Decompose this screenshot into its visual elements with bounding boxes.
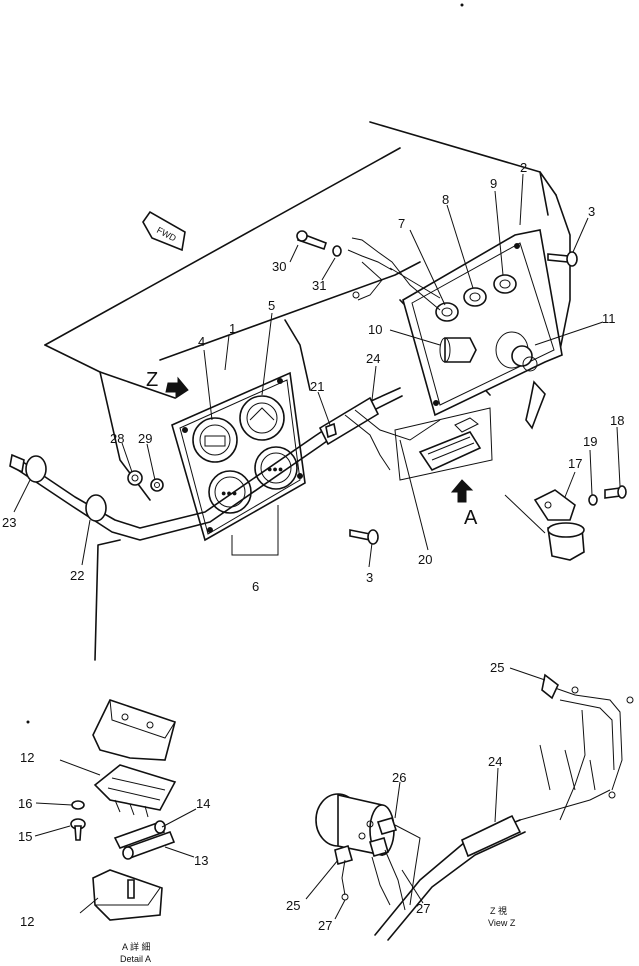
arrow-a xyxy=(450,479,474,503)
label-22: 22 xyxy=(70,568,84,583)
detail-a-fuse-block xyxy=(93,764,177,818)
washer-31 xyxy=(332,245,342,257)
detail-a-fuse-14 xyxy=(113,820,166,849)
label-27-right: 27 xyxy=(416,901,430,916)
label-3-upper: 3 xyxy=(588,204,595,219)
detail-a-fuse-13 xyxy=(122,830,176,860)
label-8: 8 xyxy=(442,192,449,207)
label-9: 9 xyxy=(490,176,497,191)
label-5: 5 xyxy=(268,298,275,313)
washer-29 xyxy=(150,478,164,492)
label-14: 14 xyxy=(196,796,210,811)
bolt-3-upper xyxy=(547,251,578,267)
label-6: 6 xyxy=(252,579,259,594)
label-29: 29 xyxy=(138,431,152,446)
caption-view-z-jp: Z 視 xyxy=(490,905,507,916)
bolt-3-lower xyxy=(349,529,379,545)
label-28: 28 xyxy=(110,431,124,446)
svg-text:●●●: ●●● xyxy=(267,464,283,474)
speck-mark xyxy=(460,3,464,7)
relay-link-line xyxy=(504,494,546,534)
label-25-upper: 25 xyxy=(490,660,504,675)
relay-17 xyxy=(533,489,585,561)
arrow-z xyxy=(165,376,189,399)
gauge-6a: ●●● xyxy=(208,470,252,514)
label-27-left: 27 xyxy=(318,918,332,933)
nut-28 xyxy=(127,470,143,486)
label-30: 30 xyxy=(272,259,286,274)
label-4: 4 xyxy=(198,334,205,349)
gauge-6b: ●●● xyxy=(254,446,298,490)
switch-9 xyxy=(493,274,517,294)
view-letter-a: A xyxy=(464,507,478,529)
detail-a-cover-top xyxy=(92,699,176,761)
label-7: 7 xyxy=(398,216,405,231)
label-11: 11 xyxy=(602,311,616,326)
label-17: 17 xyxy=(568,456,582,471)
label-10: 10 xyxy=(368,322,382,337)
cable-assembly xyxy=(9,387,441,541)
part-labels: 1 2 3 3 4 5 6 7 8 9 10 11 12 12 13 14 15… xyxy=(2,160,624,933)
label-20: 20 xyxy=(418,552,432,567)
gauge-4 xyxy=(192,417,238,463)
detail-a-washer-16 xyxy=(71,800,85,810)
label-24-upper: 24 xyxy=(366,351,380,366)
view-z-cable-24 xyxy=(374,814,526,941)
switch-8 xyxy=(463,287,487,307)
label-1: 1 xyxy=(229,321,236,336)
label-26: 26 xyxy=(392,770,406,785)
leader-lines xyxy=(13,173,621,920)
detail-a-screw-15 xyxy=(70,818,86,841)
fuse-box-20 xyxy=(394,407,493,481)
switch-7 xyxy=(435,302,459,322)
label-21: 21 xyxy=(310,379,324,394)
wire-harness-top xyxy=(347,237,441,311)
label-13: 13 xyxy=(194,853,208,868)
speck-mark-2 xyxy=(26,720,30,724)
starting-switch-11 xyxy=(495,331,546,430)
caption-view-z: View Z xyxy=(488,918,516,928)
label-24-lower: 24 xyxy=(488,754,502,769)
label-31: 31 xyxy=(312,278,326,293)
view-z-harness xyxy=(519,673,634,821)
caption-detail-a: Detail A xyxy=(120,954,151,964)
detail-a-cover-bottom xyxy=(92,869,163,921)
view-z-terminals xyxy=(334,817,421,911)
bolt-30 xyxy=(296,230,328,251)
pilot-lamp-10 xyxy=(439,337,477,363)
label-18: 18 xyxy=(610,413,624,428)
fwd-tag: FWD xyxy=(142,210,186,252)
bolt-18 xyxy=(604,485,627,499)
label-19: 19 xyxy=(583,434,597,449)
svg-text:●●●: ●●● xyxy=(221,488,237,498)
switch-panel xyxy=(402,229,563,417)
gauge-5 xyxy=(239,395,285,441)
label-2: 2 xyxy=(520,160,527,175)
view-letter-z: Z xyxy=(146,369,158,391)
label-16: 16 xyxy=(18,796,32,811)
label-15: 15 xyxy=(18,829,32,844)
label-25-lower: 25 xyxy=(286,898,300,913)
dashboard-outline xyxy=(44,121,571,661)
label-12-upper: 12 xyxy=(20,750,34,765)
label-3-lower: 3 xyxy=(366,570,373,585)
caption-detail-a-jp: A 詳 細 xyxy=(122,941,151,952)
label-12-lower: 12 xyxy=(20,914,34,929)
label-23: 23 xyxy=(2,515,16,530)
washer-19 xyxy=(588,494,598,506)
